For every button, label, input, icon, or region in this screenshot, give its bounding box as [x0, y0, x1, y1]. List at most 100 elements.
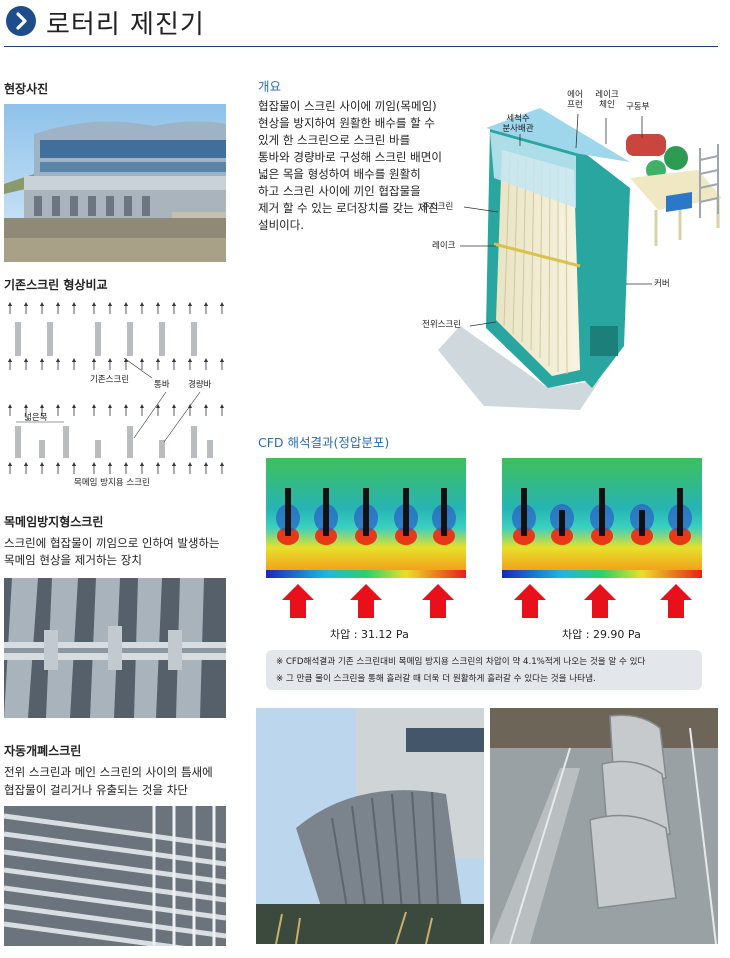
- pressure-diff-existing: 차압 : 31.12 Pa: [330, 628, 409, 641]
- site-photo: [4, 104, 226, 262]
- flow-arrow: [92, 462, 96, 466]
- screen-bar: [639, 510, 645, 536]
- flow-arrow: [40, 302, 44, 306]
- screen-bar: [677, 488, 683, 536]
- flow-arrow: [56, 404, 60, 408]
- label-anti-screen: 목메임 방지용 스크린: [74, 478, 150, 488]
- chevron-right-icon: [6, 6, 36, 36]
- leader-line: [163, 391, 201, 443]
- cfd-notes: ※ CFD해석결과 기존 스크린대비 목메임 방지용 스크린의 차압이 약 4.…: [266, 650, 702, 690]
- screen-bar: [159, 322, 165, 356]
- label-light-bar: 경량바: [188, 380, 212, 390]
- flow-arrow: [188, 302, 192, 306]
- flow-arrow: [124, 404, 128, 408]
- flow-arrow: [204, 302, 208, 306]
- callout-front-screen: 전위스크린: [422, 320, 462, 330]
- flow-arrow: [56, 462, 60, 466]
- flow-direction-arrow: [514, 584, 546, 618]
- screen-bar: [559, 510, 565, 536]
- anti-clog-photo: [4, 578, 226, 718]
- flow-arrow: [108, 462, 112, 466]
- screen-bar: [363, 488, 369, 536]
- flow-arrow: [172, 358, 176, 362]
- color-scale: [266, 570, 466, 578]
- header-divider: [4, 46, 718, 47]
- cfd-result-existing: [266, 458, 466, 578]
- callout-drive: 구동부: [626, 102, 650, 112]
- auto-close-photo: [4, 806, 226, 946]
- cfd-note: ※ 그 만큼 물이 스크린을 통해 흘러갈 때 더욱 더 원활하게 흘러갈 수 …: [276, 674, 596, 684]
- flow-arrows: [266, 584, 702, 620]
- flow-arrow: [92, 358, 96, 362]
- flow-arrow: [8, 358, 12, 362]
- screen-bar: [47, 322, 53, 356]
- screen-bar: [323, 488, 329, 536]
- flow-arrow: [8, 462, 12, 466]
- screen-bar: [95, 322, 101, 356]
- flow-direction-arrow: [584, 584, 616, 618]
- flow-arrow: [40, 358, 44, 362]
- page-title: 로터리 제진기: [46, 10, 205, 40]
- flow-arrow: [220, 358, 224, 362]
- flow-arrow: [92, 302, 96, 306]
- flow-arrow: [172, 462, 176, 466]
- flow-arrow: [24, 462, 28, 466]
- site-photo-title: 현장사진: [4, 82, 49, 96]
- comparison-title: 기존스크린 형상비교: [4, 278, 108, 292]
- label-existing-screen: 기존스크린: [90, 375, 130, 385]
- flow-arrow: [140, 404, 144, 408]
- flow-arrow: [188, 462, 192, 466]
- flow-arrow: [156, 302, 160, 306]
- screen-bar: [441, 488, 447, 536]
- cfd-title: CFD 해석결과(정압분포): [258, 435, 390, 450]
- screen-bar: [599, 488, 605, 536]
- installation-photo-right: [490, 708, 718, 944]
- overview-line: 있게 한 스크린으로 스크린 바를: [258, 133, 411, 147]
- flow-arrow: [204, 462, 208, 466]
- auto-close-desc-2: 협잡물이 걸리거나 유출되는 것을 차단: [4, 783, 188, 797]
- anti-clog-title: 목메임방지형스크린: [4, 515, 104, 529]
- cfd-result-anti-clog: [502, 458, 702, 578]
- screen-comparison-diagram: 기존스크린 통바 경량바 넓은목 목메임 방지용 스크린: [4, 298, 226, 490]
- cfd-note: ※ CFD해석결과 기존 스크린대비 목메임 방지용 스크린의 차압이 약 4.…: [276, 657, 646, 667]
- flow-arrow: [8, 404, 12, 408]
- flow-direction-arrow: [282, 584, 314, 618]
- flat-bar: [191, 426, 197, 458]
- flow-arrow: [72, 404, 76, 408]
- flow-arrow: [92, 404, 96, 408]
- flow-direction-arrow: [350, 584, 382, 618]
- screen-bar: [521, 488, 527, 536]
- flat-bar: [127, 426, 133, 458]
- light-bar: [207, 440, 213, 458]
- flow-arrow: [56, 358, 60, 362]
- screen-bar: [285, 488, 291, 536]
- auto-close-title: 자동개폐스크린: [4, 744, 82, 758]
- anti-clog-desc-2: 목메임 현상을 제거하는 장치: [4, 553, 142, 567]
- flow-arrow: [124, 462, 128, 466]
- label-wide-gap: 넓은목: [24, 413, 48, 423]
- flow-direction-arrow: [422, 584, 454, 618]
- flow-arrow: [156, 358, 160, 362]
- overview-title: 개요: [258, 79, 282, 94]
- flow-arrow: [40, 462, 44, 466]
- flow-arrow: [108, 358, 112, 362]
- flow-arrow: [108, 302, 112, 306]
- light-bar: [95, 440, 101, 458]
- overview-line: 넓은 목을 형성하여 배수를 원활히: [258, 167, 421, 181]
- flow-arrow: [8, 302, 12, 306]
- flow-arrow: [156, 404, 160, 408]
- flow-arrow: [204, 358, 208, 362]
- light-bar: [159, 440, 165, 458]
- flow-arrow: [140, 358, 144, 362]
- overview-line: 통바와 경량바로 구성해 스크린 배면이: [258, 150, 442, 164]
- leader-line: [123, 357, 153, 379]
- flow-arrow: [72, 462, 76, 466]
- auto-close-desc-1: 전위 스크린과 메인 스크린의 사이의 틈새에: [4, 765, 213, 779]
- flow-arrow: [220, 462, 224, 466]
- flow-arrow: [156, 462, 160, 466]
- callout-air-plenum: 에어 프런: [567, 90, 583, 110]
- flat-bar: [15, 426, 21, 458]
- flow-arrow: [204, 404, 208, 408]
- callout-cover: 커버: [654, 279, 670, 289]
- pressure-diff-anti-clog: 차압 : 29.90 Pa: [562, 628, 641, 641]
